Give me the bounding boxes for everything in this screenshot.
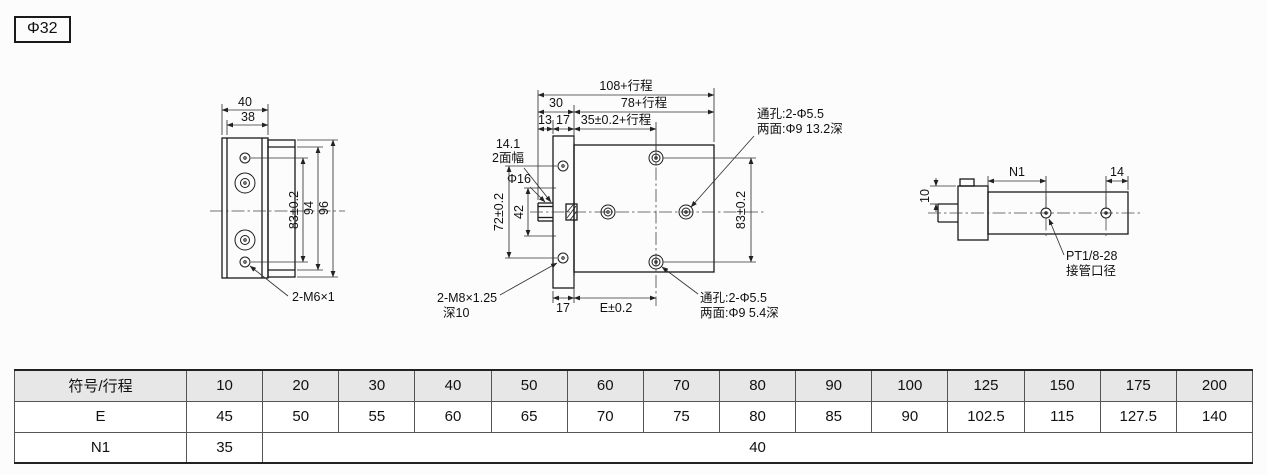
bracket-outline (221, 137, 296, 279)
note-hole-bottom-line1: 通孔:2-Φ5.5 (700, 291, 767, 305)
note-port-label: 接管口径 (1066, 263, 1116, 278)
dim-42: 42 (512, 205, 526, 219)
table-row-e: E 45 50 55 60 65 70 75 80 85 90 102.5 11… (14, 400, 1254, 433)
e-cell: 60 (414, 400, 492, 433)
e-cell: 50 (262, 400, 340, 433)
e-cell: 90 (871, 400, 949, 433)
front-view: 108+行程 30 78+行程 13 17 35±0.2+行程 14.1 2面幅… (437, 78, 843, 320)
stroke-cell: 100 (871, 369, 949, 402)
table-row-n1: N1 35 40 (14, 431, 1253, 464)
dim-e: E±0.2 (600, 301, 633, 315)
left-view-dimensions: 40 38 83±0.2 94 96 2-M6×1 (221, 95, 338, 304)
e-cell: 127.5 (1099, 400, 1177, 433)
through-hole-left (600, 204, 616, 220)
dim-flats-label: 2面幅 (492, 150, 524, 165)
note-hole-top-line2: 两面:Φ9 13.2深 (757, 122, 843, 136)
dim-96: 96 (317, 201, 331, 215)
dim-35-stroke: 35±0.2+行程 (581, 112, 652, 127)
stroke-cell: 200 (1175, 369, 1254, 402)
dim-78-stroke: 78+行程 (621, 95, 668, 110)
dim-108-stroke: 108+行程 (599, 78, 653, 93)
n1-row-label: N1 (14, 431, 187, 464)
size-label-box: Φ32 (14, 16, 71, 43)
stroke-cell: 50 (490, 369, 568, 402)
stroke-cell: 175 (1099, 369, 1177, 402)
dim-13: 13 (538, 113, 552, 127)
stroke-cell: 90 (795, 369, 873, 402)
stroke-cell: 80 (718, 369, 797, 402)
e-cell: 65 (490, 400, 568, 433)
n1-cell-first: 35 (185, 431, 264, 464)
note-port-thread: PT1/8-28 (1066, 249, 1117, 263)
e-cell: 70 (566, 400, 644, 433)
e-cell: 140 (1175, 400, 1254, 433)
side-view-dimensions: N1 14 10 PT1/8-28 接管口径 (918, 165, 1129, 278)
note-m8-thread-line1: 2-M8×1.25 (437, 291, 497, 305)
table-header-label: 符号/行程 (14, 369, 187, 402)
size-label: Φ32 (27, 20, 58, 37)
side-view: N1 14 10 PT1/8-28 接管口径 (918, 165, 1140, 278)
dim-n1: N1 (1009, 165, 1025, 179)
note-m6-thread: 2-M6×1 (292, 290, 335, 304)
e-cell: 102.5 (947, 400, 1025, 433)
through-hole-right (678, 204, 694, 220)
stroke-cell: 10 (185, 369, 264, 402)
e-cell: 75 (642, 400, 720, 433)
left-view: 40 38 83±0.2 94 96 2-M6×1 (210, 95, 345, 304)
dim-17-bottom: 17 (556, 301, 570, 315)
dim-83-left: 83±0.2 (287, 191, 301, 229)
e-row-label: E (14, 400, 187, 433)
stroke-cell: 60 (566, 369, 644, 402)
dim-14: 14 (1110, 165, 1124, 179)
stroke-cell: 20 (262, 369, 340, 402)
thread-hole-bottom (239, 256, 251, 268)
bracket-holes (234, 152, 256, 268)
plate-hole-bottom (557, 252, 569, 264)
dim-17-top: 17 (556, 113, 570, 127)
stroke-cell: 125 (947, 369, 1025, 402)
side-ports (1040, 207, 1112, 219)
dim-94: 94 (302, 201, 316, 215)
cylinder-holes (557, 150, 694, 270)
stroke-cell: 30 (338, 369, 416, 402)
n1-cell-merged: 40 (262, 431, 1253, 464)
air-port-2 (1100, 207, 1112, 219)
stroke-cell: 70 (642, 369, 720, 402)
technical-drawing: 40 38 83±0.2 94 96 2-M6×1 (210, 78, 1140, 320)
stroke-cell: 40 (414, 369, 492, 402)
dim-40: 40 (238, 95, 252, 109)
e-cell: 85 (795, 400, 873, 433)
front-view-dimensions: 108+行程 30 78+行程 13 17 35±0.2+行程 14.1 2面幅… (437, 78, 843, 320)
stroke-cell: 150 (1023, 369, 1101, 402)
air-port-1 (1040, 207, 1052, 219)
note-hole-top-line1: 通孔:2-Φ5.5 (757, 107, 824, 121)
dim-72: 72±0.2 (492, 193, 506, 231)
dim-10: 10 (918, 189, 932, 203)
rod-nut-hatch (566, 204, 578, 221)
side-outline (937, 178, 1129, 241)
dim-30: 30 (549, 96, 563, 110)
dim-flats-141: 14.1 (496, 137, 520, 151)
thread-hole-top (239, 152, 251, 164)
e-cell: 80 (718, 400, 797, 433)
note-m8-thread-line2: 深10 (443, 306, 469, 320)
note-hole-bottom-line2: 两面:Φ9 5.4深 (700, 306, 779, 320)
counterbore-hole-upper (234, 172, 256, 194)
e-cell: 45 (185, 400, 264, 433)
table-header-row: 符号/行程 10 20 30 40 50 60 70 80 90 100 125… (14, 369, 1254, 402)
counterbore-hole-lower (234, 229, 256, 251)
dim-83-front: 83±0.2 (734, 191, 748, 229)
plate-hole-top (557, 160, 569, 172)
dim-phi16: Φ16 (507, 172, 531, 186)
dim-38: 38 (241, 110, 255, 124)
e-cell: 115 (1023, 400, 1101, 433)
e-cell: 55 (338, 400, 416, 433)
dimension-table: 符号/行程 10 20 30 40 50 60 70 80 90 100 125… (14, 369, 1254, 464)
